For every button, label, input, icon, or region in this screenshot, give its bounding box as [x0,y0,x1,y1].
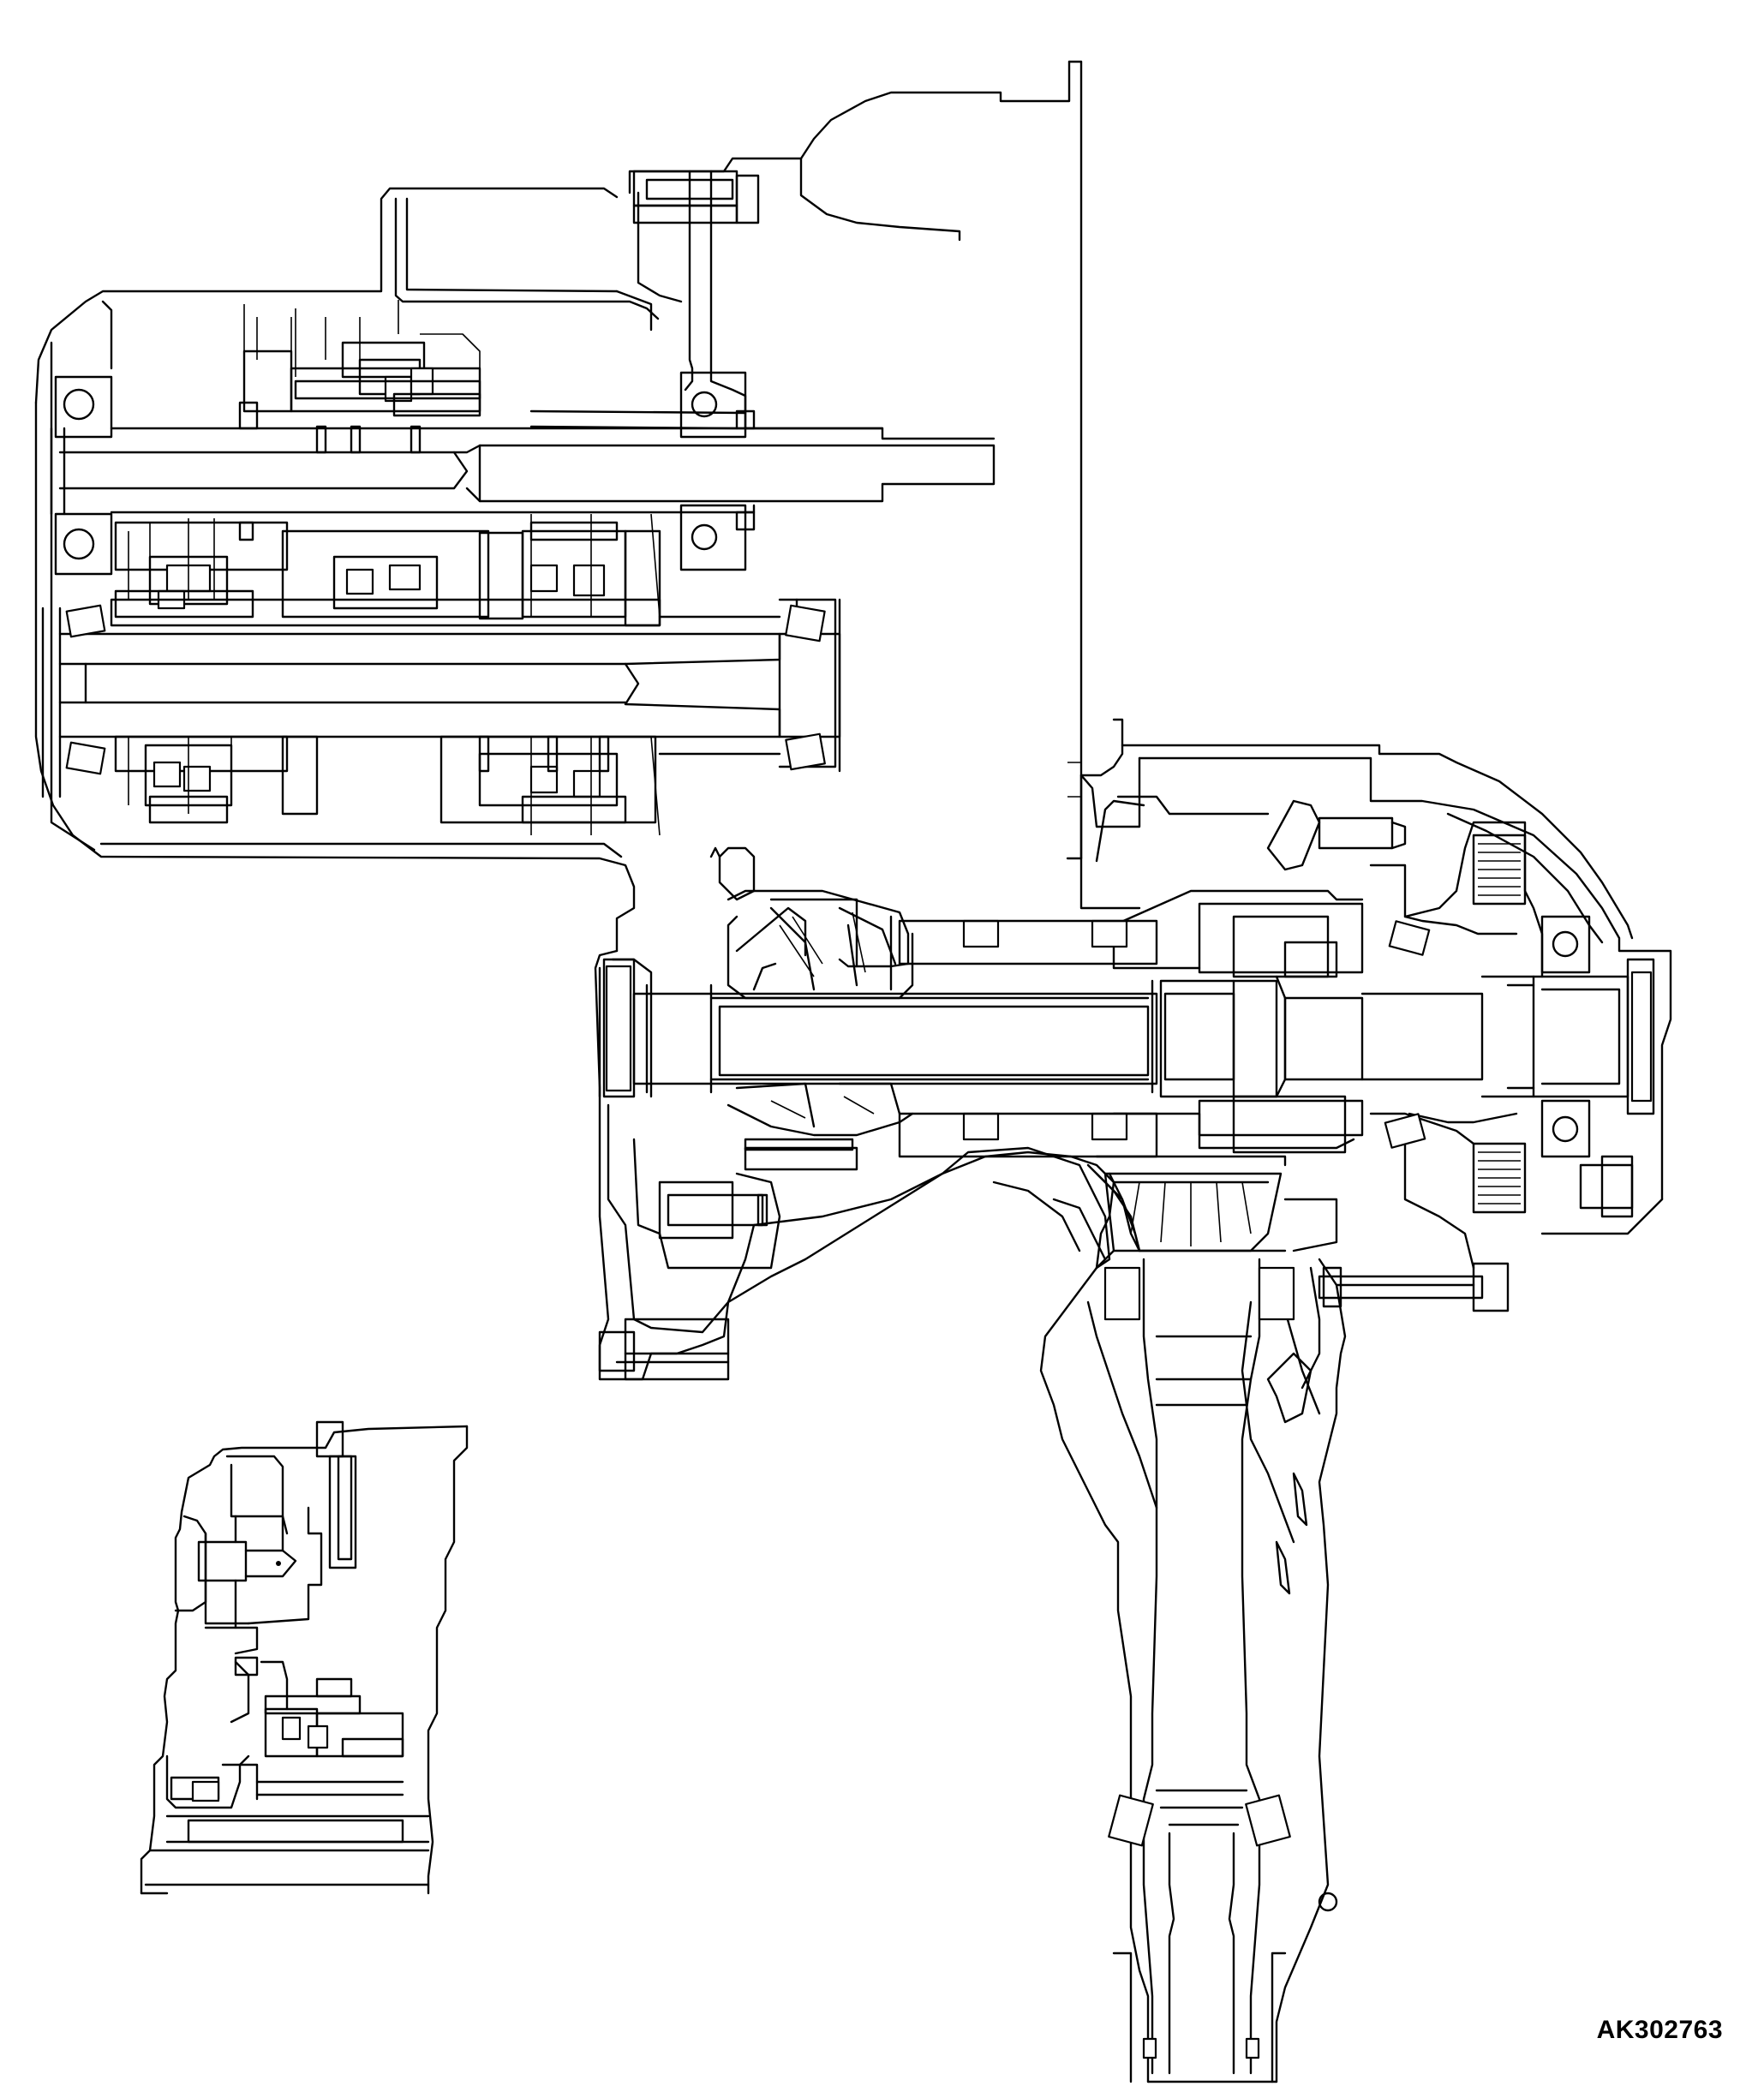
figure-reference-code: AK302763 [1596,2016,1723,2044]
gearbox-detail-lines [128,300,661,836]
upper-bearing-housings [54,170,756,576]
differential-housing [594,718,1672,1381]
lower-gear-cluster [114,735,657,824]
right-clutch-assembly [1266,799,1664,1270]
center-differential [898,889,1364,1158]
bell-housing [628,60,1083,860]
lower-right-bolts [1318,1262,1510,1312]
inset-detail-view [140,1420,469,1895]
upper-bolts [632,174,760,224]
transfer-case-housing [941,1146,1347,2083]
left-lower-housing [598,1103,944,1381]
middle-gear-cluster [110,521,661,627]
gearbox-housing [34,170,996,953]
pinion-shaft [1103,1172,1338,2083]
upper-gear-cluster [238,341,481,454]
axle-shaft [598,958,1655,1115]
differential-carrier [709,846,914,1171]
input-shaft [50,427,996,516]
output-shaft [41,598,841,798]
